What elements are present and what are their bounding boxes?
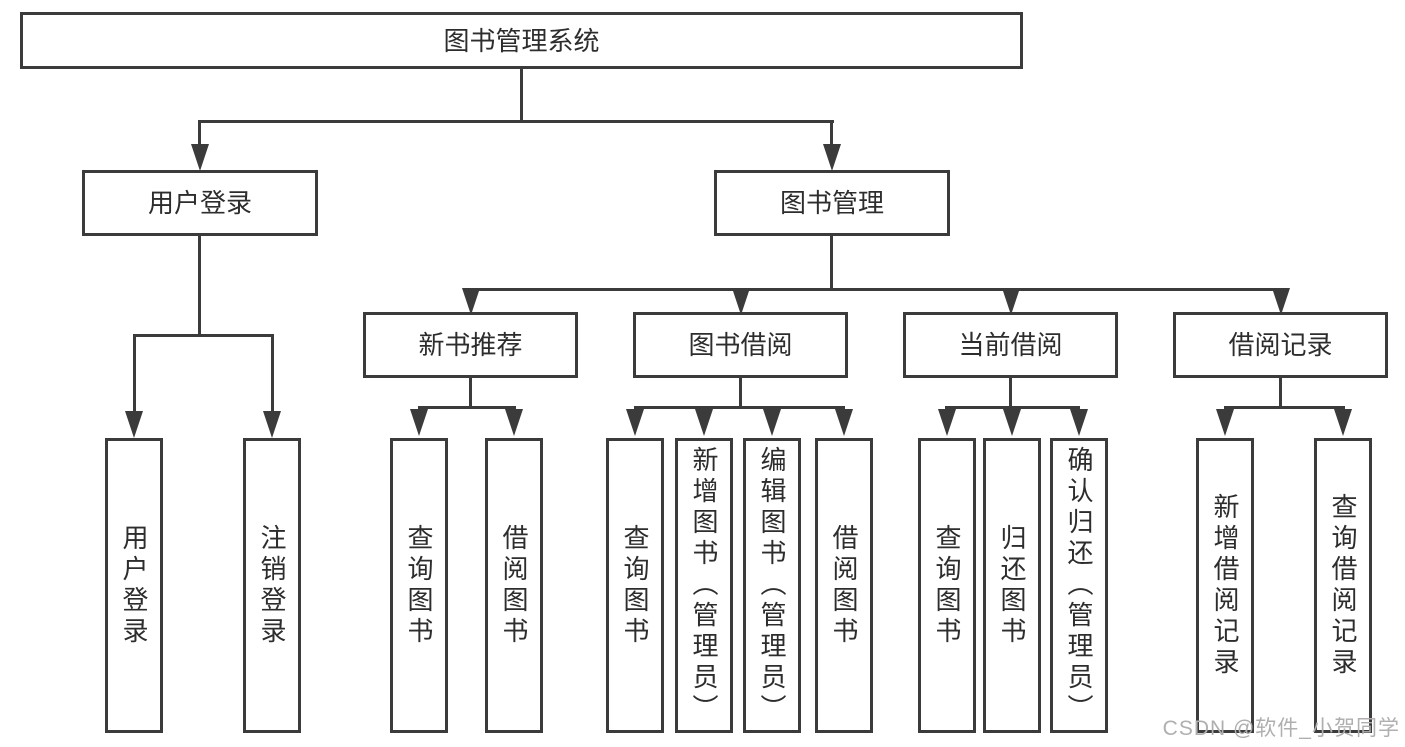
arrow-down-icon xyxy=(835,409,853,436)
connector-user-login-rail xyxy=(133,334,274,337)
connector-book-borrowing-stub xyxy=(739,378,742,408)
arrow-down-icon xyxy=(462,288,480,315)
connector-root-drop-right xyxy=(830,120,833,148)
node-book-borrowing: 图书借阅 xyxy=(633,312,848,378)
leaf-return-books: 归还图书 xyxy=(983,438,1041,733)
connector-borrowing-records-stub xyxy=(1279,378,1282,408)
connector-user-login-stub xyxy=(198,236,201,337)
connector-user-login-drop-right xyxy=(271,334,274,414)
connector-borrowing-records-rail xyxy=(1224,406,1345,409)
connector-book-management-rail xyxy=(469,288,1282,291)
node-borrowing-records: 借阅记录 xyxy=(1173,312,1388,378)
arrow-down-icon xyxy=(125,411,143,438)
arrow-down-icon xyxy=(938,409,956,436)
leaf-query-books-current: 查询图书 xyxy=(918,438,976,733)
leaf-add-borrow-record: 新增借阅记录 xyxy=(1196,438,1254,733)
arrow-down-icon xyxy=(823,144,841,171)
connector-current-borrowing-rail xyxy=(945,406,1080,409)
leaf-query-books-borrowing: 查询图书 xyxy=(606,438,664,733)
node-user-login: 用户登录 xyxy=(82,170,318,236)
leaf-query-books-recommend: 查询图书 xyxy=(390,438,448,733)
arrow-down-icon xyxy=(1272,288,1290,315)
leaf-borrow-books-recommend: 借阅图书 xyxy=(485,438,543,733)
leaf-user-login: 用户登录 xyxy=(105,438,163,733)
arrow-down-icon xyxy=(1216,409,1234,436)
leaf-borrow-books-borrowing: 借阅图书 xyxy=(815,438,873,733)
leaf-confirm-return-admin: 确认归还（管理员） xyxy=(1050,438,1108,733)
arrow-down-icon xyxy=(1003,409,1021,436)
node-book-management: 图书管理 xyxy=(714,170,950,236)
arrow-down-icon xyxy=(1334,409,1352,436)
node-current-borrowing: 当前借阅 xyxy=(903,312,1118,378)
connector-book-management-stub xyxy=(830,236,833,290)
arrow-down-icon xyxy=(505,409,523,436)
connector-new-book-stub xyxy=(469,378,472,408)
leaf-edit-books-admin: 编辑图书（管理员） xyxy=(743,438,801,733)
connector-root-stub xyxy=(520,69,523,122)
connector-root-drop-left xyxy=(198,120,201,148)
arrow-down-icon xyxy=(732,288,750,315)
connector-user-login-drop-left xyxy=(133,334,136,414)
leaf-logout-login: 注销登录 xyxy=(243,438,301,733)
arrow-down-icon xyxy=(1002,288,1020,315)
connector-new-book-rail xyxy=(418,406,516,409)
connector-book-borrowing-rail xyxy=(634,406,845,409)
arrow-down-icon xyxy=(695,409,713,436)
arrow-down-icon xyxy=(1070,409,1088,436)
csdn-watermark: CSDN @软件_小贺同学 xyxy=(1162,717,1400,740)
arrow-down-icon xyxy=(410,409,428,436)
leaf-query-borrow-record: 查询借阅记录 xyxy=(1314,438,1372,733)
arrow-down-icon xyxy=(263,411,281,438)
arrow-down-icon xyxy=(626,409,644,436)
leaf-add-books-admin: 新增图书（管理员） xyxy=(675,438,733,733)
node-library-management-system: 图书管理系统 xyxy=(20,12,1023,69)
node-new-book-recommendation: 新书推荐 xyxy=(363,312,578,378)
connector-current-borrowing-stub xyxy=(1009,378,1012,408)
arrow-down-icon xyxy=(191,144,209,171)
connector-root-rail xyxy=(198,120,834,123)
arrow-down-icon xyxy=(763,409,781,436)
